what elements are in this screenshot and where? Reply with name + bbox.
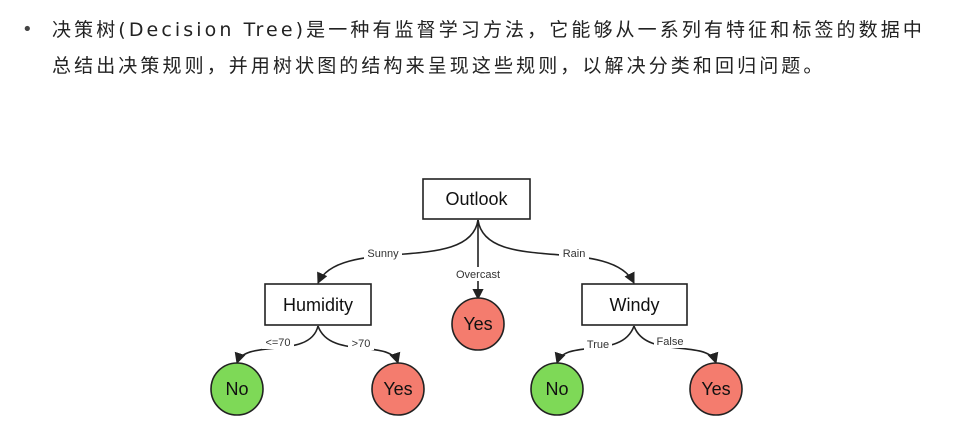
leaf-windy-yes: Yes	[689, 362, 743, 416]
leaf-humidity-yes: Yes	[371, 362, 425, 416]
svg-text:Overcast: Overcast	[456, 269, 500, 281]
svg-text:Yes: Yes	[383, 379, 412, 399]
edge-label-le70: <=70	[262, 336, 294, 349]
svg-text:>70: >70	[352, 338, 371, 350]
svg-text:Yes: Yes	[701, 379, 730, 399]
intro-text: 决策树(Decision Tree)是一种有监督学习方法，它能够从一系列有特征和…	[52, 19, 925, 77]
edge-label-sunny: Sunny	[364, 247, 402, 260]
leaf-overcast-yes: Yes	[451, 297, 505, 351]
svg-text:<=70: <=70	[265, 337, 290, 349]
svg-text:Rain: Rain	[563, 248, 586, 260]
svg-text:Yes: Yes	[463, 314, 492, 334]
edge-label-rain: Rain	[559, 247, 589, 260]
bullet-point: •	[22, 19, 33, 40]
decision-tree-diagram: Sunny Overcast Rain <=70 >70 True False …	[210, 178, 743, 416]
edge-label-gt70: >70	[348, 337, 374, 350]
edge-label-false: False	[654, 335, 686, 348]
leaf-windy-no: No	[530, 362, 584, 416]
svg-text:Sunny: Sunny	[367, 248, 399, 260]
edge-label-overcast: Overcast	[451, 267, 505, 281]
node-windy: Windy	[581, 283, 688, 326]
node-humidity: Humidity	[264, 283, 372, 326]
intro-paragraph: • 决策树(Decision Tree)是一种有监督学习方法，它能够从一系列有特…	[20, 12, 945, 84]
edge-label-true: True	[584, 338, 612, 351]
svg-text:True: True	[587, 339, 609, 351]
svg-text:No: No	[225, 379, 248, 399]
edge-sunny	[317, 219, 479, 285]
edge-rain	[477, 219, 635, 285]
svg-text:Windy: Windy	[609, 295, 659, 315]
svg-text:Outlook: Outlook	[445, 189, 508, 209]
svg-text:Humidity: Humidity	[283, 295, 353, 315]
leaf-humidity-no: No	[210, 362, 264, 416]
node-outlook: Outlook	[422, 178, 531, 220]
svg-text:No: No	[545, 379, 568, 399]
svg-text:False: False	[657, 336, 684, 348]
